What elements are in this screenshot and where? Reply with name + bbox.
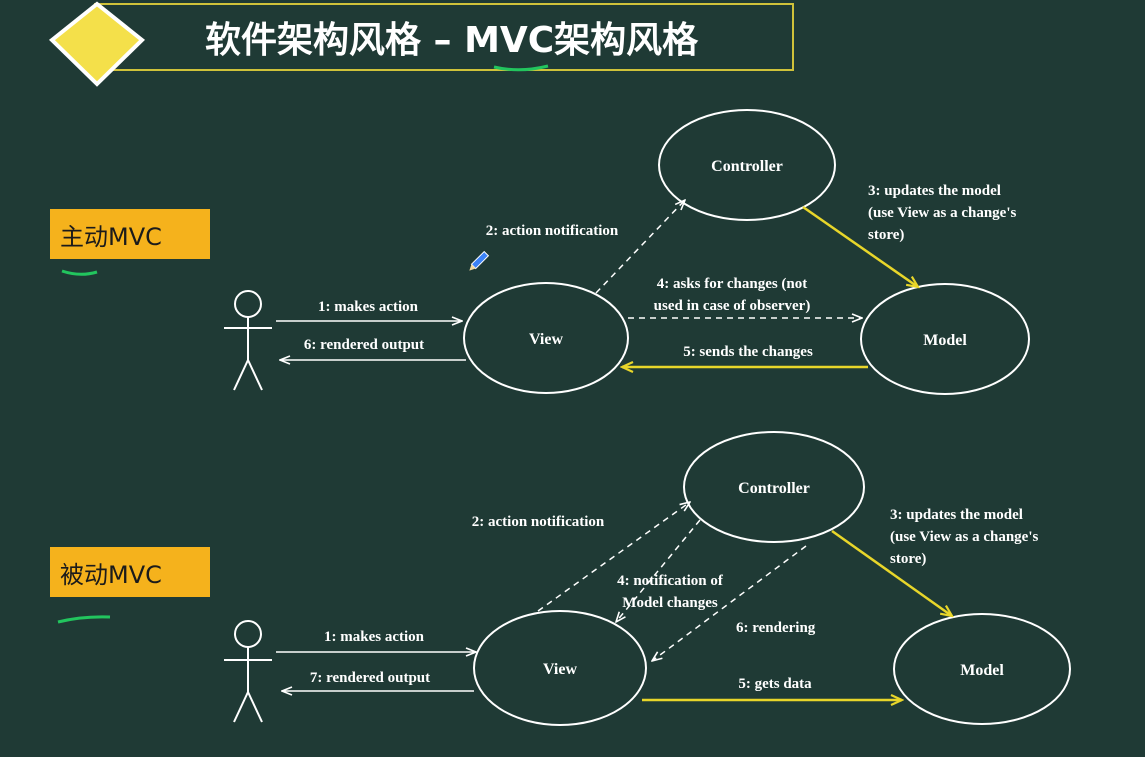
view-node [473,610,647,726]
edge-label-4b: used in case of observer) [654,298,811,314]
active-mvc-tag [50,209,210,259]
edge-label-6: 6: rendered output [304,337,424,353]
model-label: Model [923,332,967,349]
edge-updates-model [802,205,918,287]
edge-label-3a: 3: updates the model [868,183,1001,199]
model-node [893,613,1071,725]
edge-label-6: 6: rendering [736,620,816,636]
model-label: Model [960,662,1004,679]
view-node [463,282,629,394]
edge-label-3a: 3: updates the model [890,507,1023,523]
edge-label-2: 2: action notification [486,223,619,239]
tag-underline-mark [57,615,111,624]
diamond-logo-icon [48,1,146,87]
model-node [860,283,1030,395]
edge-label-1: 1: makes action [318,299,419,315]
edge-label-3c: store) [890,551,926,567]
controller-node [658,109,836,221]
page-title: 软件架构风格 – MVC架构风格 [205,20,699,61]
actor-icon [224,620,272,723]
edge-label-1: 1: makes action [324,629,425,645]
edge-action-notification [537,502,690,612]
controller-node [683,431,865,543]
active-mvc-tag-label: 主动MVC [60,223,162,251]
edge-label-7: 7: rendered output [310,670,430,686]
pencil-icon [469,250,490,271]
edge-label-3b: (use View as a change's [890,529,1039,545]
edge-updates-model [831,529,952,616]
edge-label-4a: 4: asks for changes (not [657,276,808,292]
edge-label-2: 2: action notification [472,514,605,530]
view-label: View [543,661,578,678]
tag-underline-mark [61,269,98,276]
passive-mvc-section: 被动MVC Controller View Model 1: makes act… [50,431,1071,726]
passive-mvc-tag [50,547,210,597]
edge-label-4a: 4: notification of [617,573,724,589]
edge-label-3b: (use View as a change's [868,205,1017,221]
edge-label-3c: store) [868,227,904,243]
actor-icon [224,290,272,391]
controller-label: Controller [738,480,810,497]
edge-notification-model-changes [616,519,701,622]
edge-label-4b: Model changes [622,595,718,611]
passive-mvc-tag-label: 被动MVC [60,561,162,589]
active-mvc-section: 主动MVC Controller View Model 1: makes act… [50,109,1030,395]
edge-label-5: 5: gets data [738,676,812,692]
title-underline-mark [493,64,549,72]
view-label: View [529,331,564,348]
edge-label-5: 5: sends the changes [683,344,813,360]
controller-label: Controller [711,158,783,175]
